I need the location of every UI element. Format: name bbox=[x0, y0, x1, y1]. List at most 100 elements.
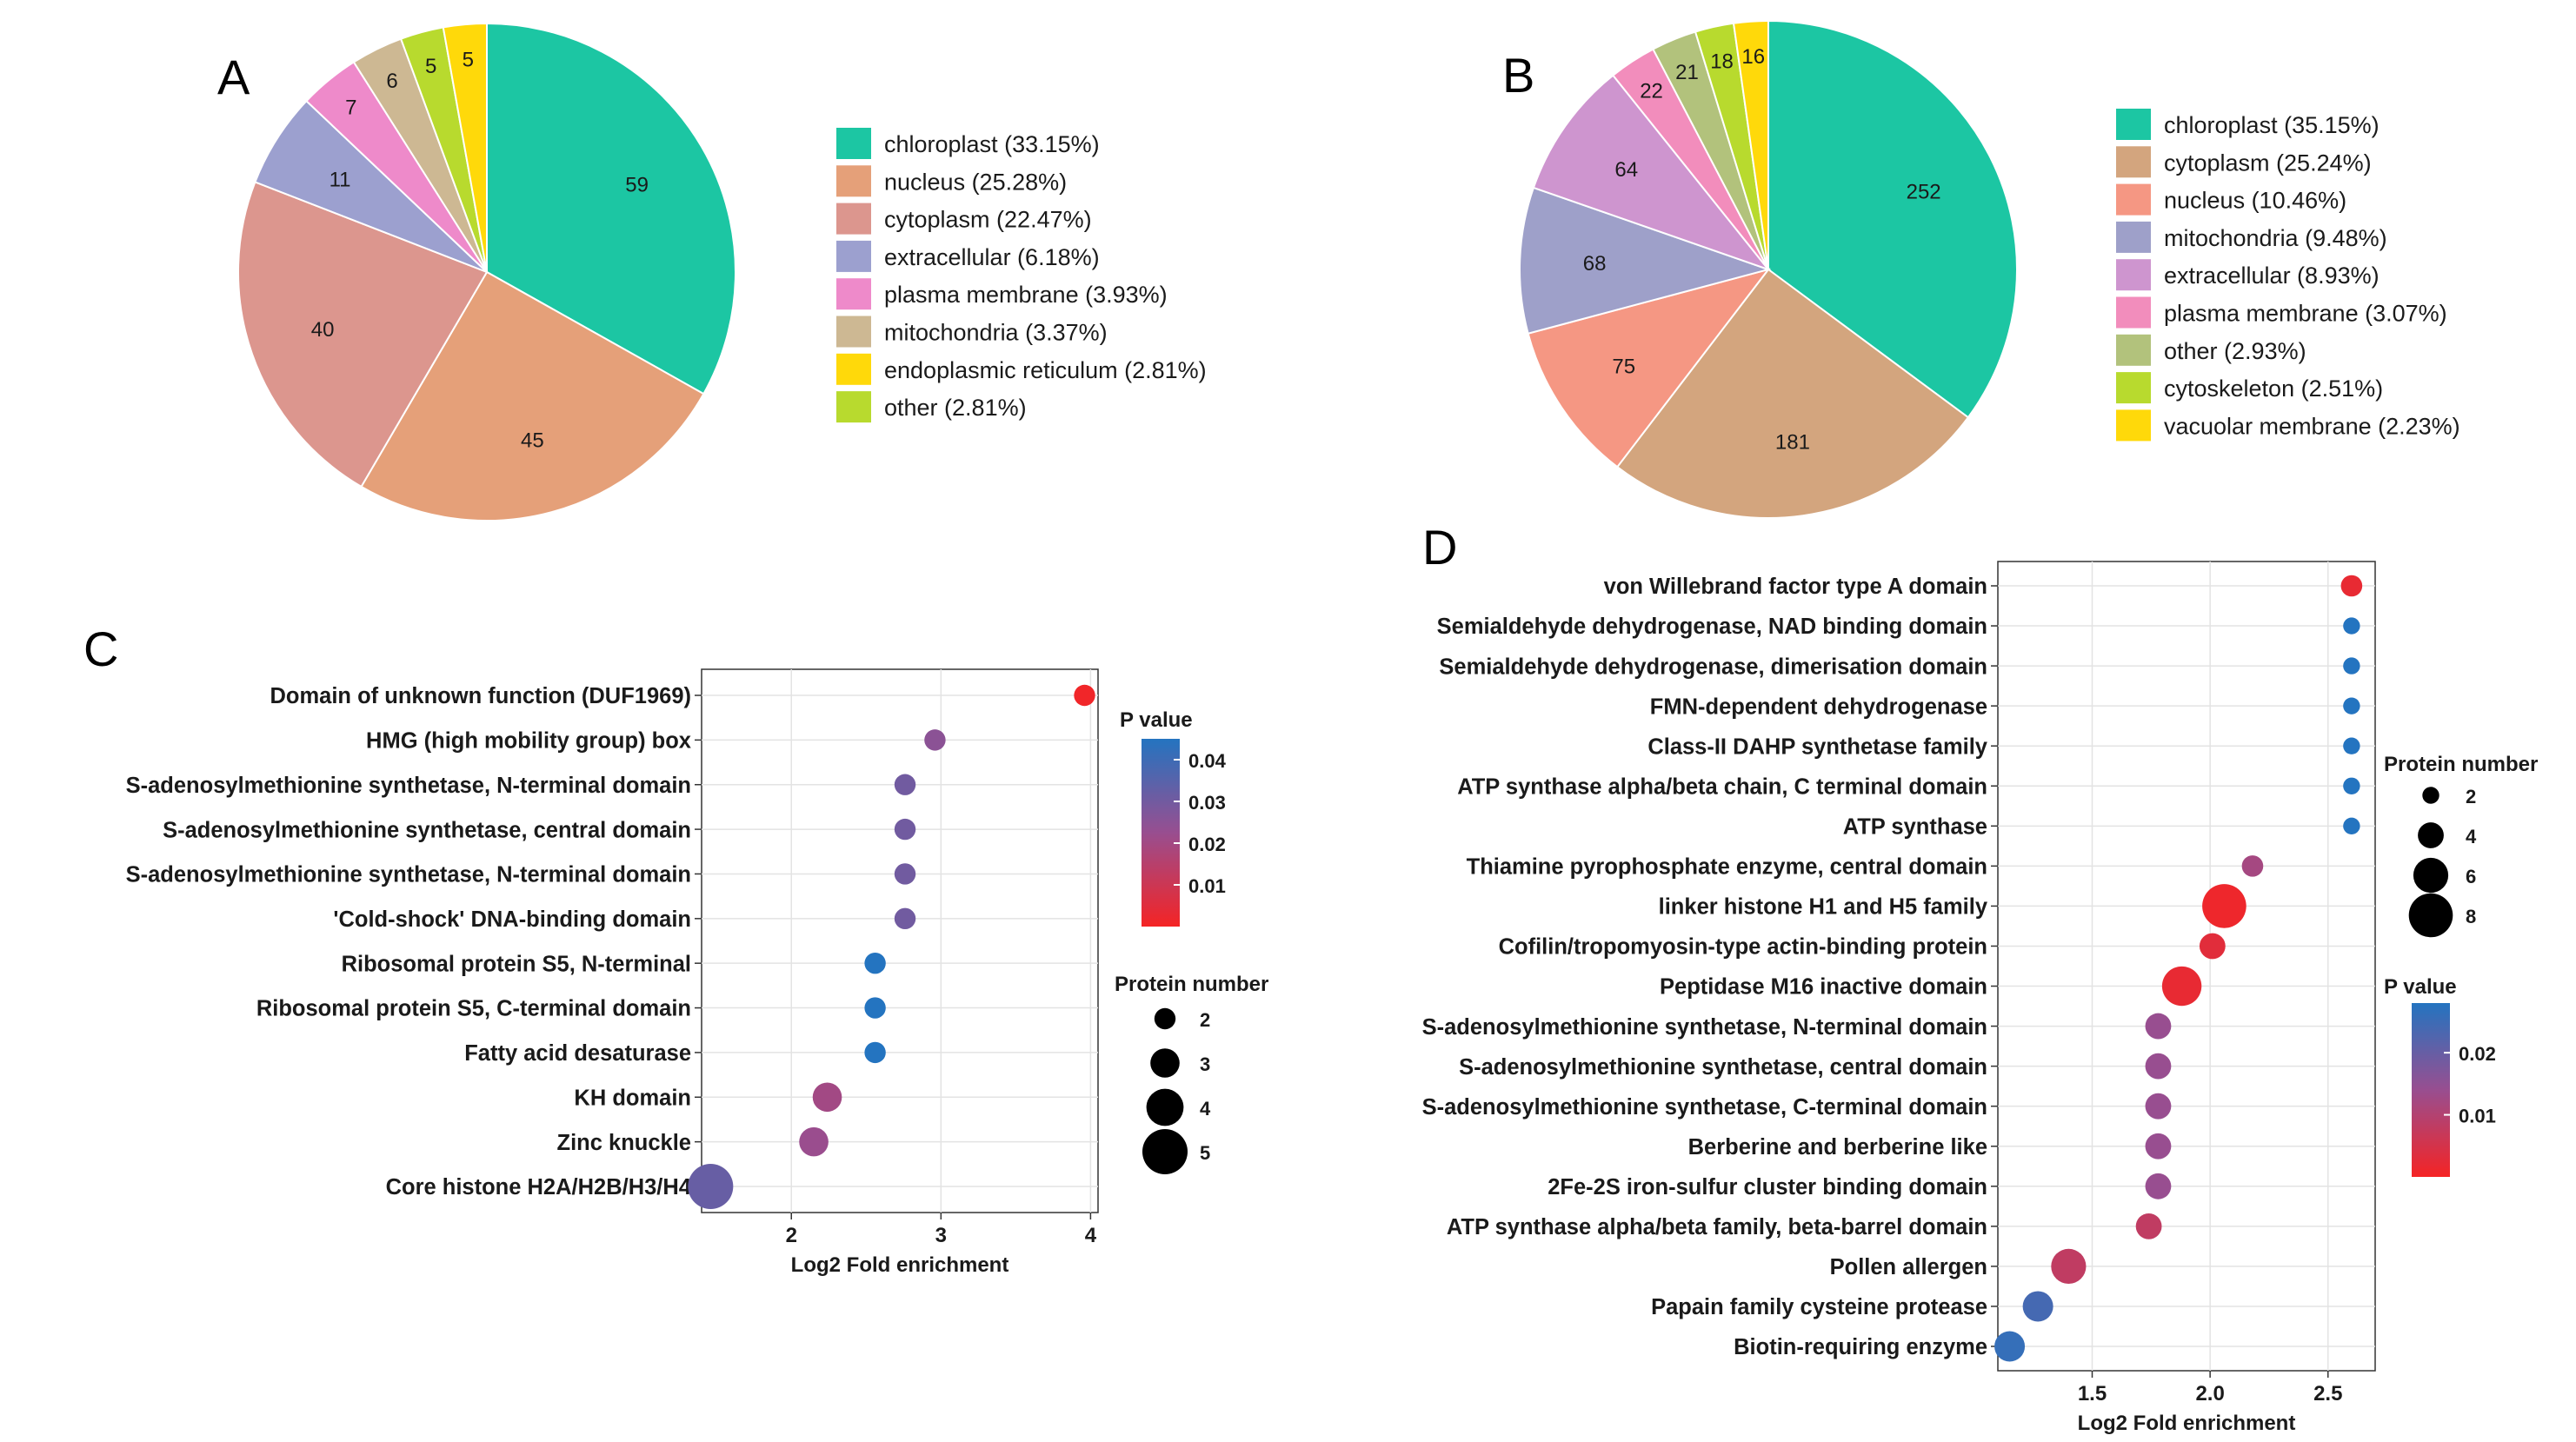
y-tick-label: Thiamine pyrophosphate enzyme, central d… bbox=[1467, 855, 1987, 880]
plot-panel bbox=[701, 668, 1099, 1213]
colorbar-tick-label: 0.04 bbox=[1188, 750, 1227, 772]
data-point bbox=[1074, 684, 1095, 707]
x-axis-label: Log2 Fold enrichment bbox=[2078, 1412, 2296, 1435]
y-tick-label: Core histone H2A/H2B/H3/H4 bbox=[386, 1175, 692, 1199]
y-tick-label: S-adenosylmethionine synthetase, central… bbox=[163, 818, 691, 842]
size-legend-title: Protein number bbox=[2384, 753, 2538, 776]
legend-label: endoplasmic reticulum (2.81%) bbox=[884, 357, 1207, 383]
pie-slice-label: 6 bbox=[386, 70, 397, 93]
y-tick-label: Ribosomal protein S5, C-terminal domain bbox=[256, 997, 691, 1021]
data-point bbox=[864, 952, 886, 974]
y-tick-label: S-adenosylmethionine synthetase, N-termi… bbox=[126, 863, 691, 887]
pie-slice-label: 22 bbox=[1640, 79, 1663, 103]
size-legend-label: 2 bbox=[2466, 786, 2476, 807]
size-legend-label: 4 bbox=[1200, 1098, 1211, 1120]
pie-slice-label: 18 bbox=[1710, 50, 1734, 73]
size-legend-label: 3 bbox=[1200, 1053, 1210, 1075]
y-tick-label: Class-II DAHP synthetase family bbox=[1647, 734, 1987, 759]
y-tick-label: Berberine and berberine like bbox=[1688, 1135, 1987, 1160]
legend-swatch bbox=[836, 278, 871, 310]
y-tick-label: Zinc knuckle bbox=[557, 1131, 691, 1155]
legend-swatch bbox=[836, 316, 871, 348]
x-tick-label: 3 bbox=[935, 1224, 947, 1247]
x-tick-label: 1.5 bbox=[2078, 1382, 2107, 1405]
data-point bbox=[894, 818, 916, 841]
data-point bbox=[924, 729, 946, 751]
y-tick-label: ATP synthase bbox=[1843, 814, 1987, 839]
data-point bbox=[2343, 737, 2360, 754]
legend-label: other (2.93%) bbox=[2164, 338, 2306, 364]
colorbar-tick-label: 0.02 bbox=[1188, 834, 1226, 855]
pie-slice-label: 181 bbox=[1775, 430, 1810, 454]
dot-plot-d: von Willebrand factor type A domainSemia… bbox=[1422, 561, 2538, 1435]
data-point bbox=[2202, 884, 2247, 928]
size-legend-dot bbox=[2422, 787, 2440, 804]
size-legend-label: 2 bbox=[1200, 1009, 1210, 1031]
pie-slice-label: 11 bbox=[329, 168, 351, 191]
pie-slice bbox=[1732, 19, 1769, 270]
data-point bbox=[799, 1126, 829, 1157]
legend-swatch bbox=[2116, 296, 2151, 329]
y-tick-label: S-adenosylmethionine synthetase, central… bbox=[1459, 1055, 1987, 1080]
legend-swatch bbox=[836, 128, 871, 159]
data-point bbox=[2145, 1053, 2172, 1080]
y-tick-label: Biotin-requiring enzyme bbox=[1734, 1335, 1987, 1359]
legend-swatch bbox=[2116, 146, 2151, 178]
y-tick-label: Pollen allergen bbox=[1830, 1255, 1987, 1279]
data-point bbox=[2241, 855, 2264, 877]
data-point bbox=[2343, 657, 2360, 674]
color-legend-title: P value bbox=[1120, 708, 1193, 732]
y-tick-label: ATP synthase alpha/beta chain, C termina… bbox=[1457, 774, 1987, 799]
pie-slice-label: 5 bbox=[425, 55, 436, 78]
legend-swatch bbox=[836, 353, 871, 385]
legend-label: nucleus (25.28%) bbox=[884, 169, 1067, 195]
colorbar-tick-label: 0.01 bbox=[1188, 875, 1226, 897]
legend-label: chloroplast (35.15%) bbox=[2164, 112, 2380, 138]
y-tick-label: HMG (high mobility group) box bbox=[366, 729, 691, 754]
legend-label: chloroplast (33.15%) bbox=[884, 131, 1100, 157]
size-legend-dot bbox=[2408, 893, 2453, 938]
pie-slice-label: 59 bbox=[625, 173, 649, 196]
pie-slice-label: 21 bbox=[1675, 61, 1699, 84]
legend-swatch bbox=[2116, 259, 2151, 291]
size-legend-dot bbox=[2413, 857, 2449, 894]
size-legend-dot bbox=[1146, 1088, 1184, 1126]
pie-slice bbox=[486, 22, 736, 395]
data-point bbox=[812, 1082, 842, 1113]
legend-swatch bbox=[836, 391, 871, 423]
y-tick-label: Fatty acid desaturase bbox=[464, 1041, 691, 1066]
legend-swatch bbox=[2116, 109, 2151, 140]
y-tick-label: S-adenosylmethionine synthetase, N-termi… bbox=[1422, 1015, 1987, 1040]
y-tick-label: S-adenosylmethionine synthetase, N-termi… bbox=[126, 774, 691, 798]
pie-slice-label: 40 bbox=[311, 318, 335, 342]
x-axis-label: Log2 Fold enrichment bbox=[791, 1253, 1009, 1277]
x-tick-label: 2 bbox=[786, 1224, 797, 1247]
legend-label: mitochondria (3.37%) bbox=[884, 320, 1108, 346]
data-point bbox=[2343, 697, 2360, 714]
data-point bbox=[894, 907, 916, 930]
panel-label-b: B bbox=[1502, 48, 1534, 103]
pie-slice-label: 252 bbox=[1907, 180, 1941, 203]
colorbar-tick-label: 0.03 bbox=[1188, 792, 1226, 814]
colorbar-tick-label: 0.01 bbox=[2459, 1106, 2496, 1127]
size-legend-dot bbox=[1154, 1007, 1176, 1030]
pie-legend-b: chloroplast (35.15%)cytoplasm (25.24%)nu… bbox=[2116, 109, 2460, 442]
legend-label: cytoplasm (25.24%) bbox=[2164, 150, 2372, 176]
legend-swatch bbox=[836, 165, 871, 197]
size-legend-dot bbox=[2418, 822, 2444, 848]
plot-panel bbox=[1997, 561, 2376, 1372]
data-point bbox=[688, 1164, 734, 1209]
colorbar-tick-label: 0.02 bbox=[2459, 1043, 2496, 1065]
data-point bbox=[2161, 966, 2202, 1007]
legend-swatch bbox=[2116, 409, 2151, 442]
size-legend-label: 5 bbox=[1200, 1142, 1210, 1164]
y-tick-label: von Willebrand factor type A domain bbox=[1604, 575, 1987, 599]
legend-label: plasma membrane (3.07%) bbox=[2164, 301, 2447, 327]
data-point bbox=[894, 774, 916, 795]
pie-slice bbox=[1767, 19, 2018, 419]
legend-swatch bbox=[2116, 334, 2151, 366]
pie-legend-a: chloroplast (33.15%)nucleus (25.28%)cyto… bbox=[836, 128, 1207, 423]
legend-swatch bbox=[2116, 183, 2151, 216]
pie-slice-label: 64 bbox=[1614, 158, 1638, 182]
